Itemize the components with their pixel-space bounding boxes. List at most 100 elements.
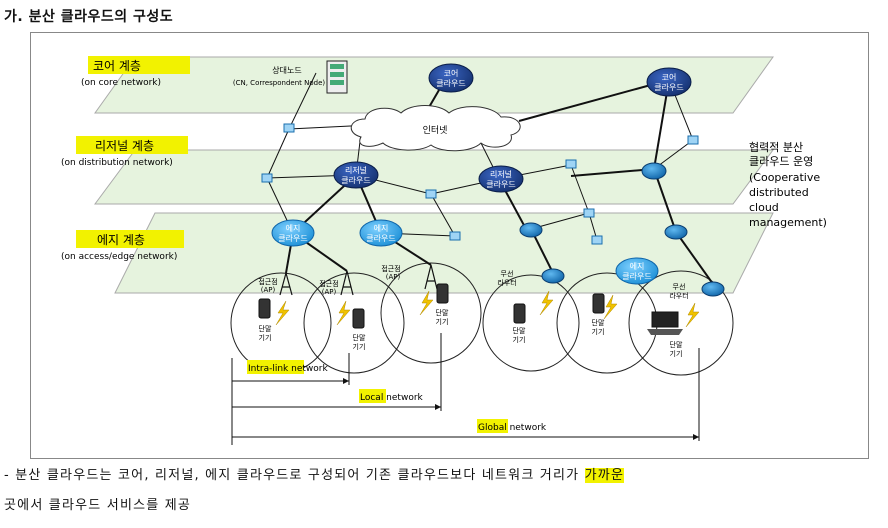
regional-cloud-label: 클라우드 — [341, 176, 370, 185]
edge-layer-sub: (on access/edge network) — [61, 252, 177, 262]
coop-label: 클라우드 운영 — [749, 155, 813, 168]
regional-cloud-label: 클라우드 — [486, 180, 515, 189]
router-icon — [664, 224, 688, 240]
smartphone-icon — [352, 308, 365, 329]
cn-label-line1: 상대노드 — [272, 65, 301, 75]
edge-cloud-node: 에지 클라우드 — [359, 219, 403, 247]
distribution-layer-title: 리저널 계층 — [95, 139, 154, 153]
terminal-label: 단말 — [513, 326, 526, 335]
terminal-label: 기기 — [436, 317, 449, 326]
wireless-signal-icon — [539, 290, 554, 316]
distribution-layer-plane — [94, 149, 774, 205]
global-highlight — [477, 419, 508, 433]
core-cloud-label: 클라우드 — [654, 83, 683, 92]
switch-icon — [283, 123, 295, 133]
caption-line-1: - 분산 클라우드는 코어, 리저널, 에지 클라우드로 구성되어 기존 클라우… — [4, 464, 625, 483]
core-layer-title: 코어 계층 — [93, 59, 141, 73]
terminal-label: 기기 — [670, 349, 683, 358]
edge-cloud-label: 클라우드 — [278, 234, 307, 243]
ap-label: 접근점 — [319, 280, 338, 288]
coop-label: cloud — [749, 201, 779, 214]
router-icon — [541, 268, 565, 284]
edge-layer-title: 에지 계층 — [97, 233, 145, 247]
router-icon — [641, 162, 667, 180]
router-label: 라우터 — [669, 291, 688, 300]
terminal-label: 단말 — [592, 318, 605, 327]
switch-icon — [449, 231, 461, 241]
edge-cloud-label: 에지 — [630, 262, 645, 271]
core-cloud-label: 코어 — [662, 72, 677, 82]
smartphone-icon — [436, 283, 449, 304]
internet-label: 인터넷 — [423, 125, 448, 136]
smartphone-icon — [592, 293, 605, 314]
terminal-label: 단말 — [259, 324, 272, 333]
terminal-label: 기기 — [259, 333, 272, 342]
edge-layer-highlight — [76, 230, 184, 248]
switch-icon — [591, 235, 603, 245]
edge-cloud-node: 에지 클라우드 — [271, 219, 315, 247]
wireless-signal-icon — [419, 290, 434, 316]
edge-cloud-node: 에지 클라우드 — [615, 257, 659, 285]
coverage-circle — [303, 272, 405, 374]
antenna-tower-icon — [424, 264, 438, 290]
router-icon — [701, 281, 725, 297]
laptop-icon — [647, 311, 683, 335]
caption-text: - 분산 클라우드는 코어, 리저널, 에지 클라우드로 구성되어 기존 클라우… — [4, 468, 585, 483]
router-icon — [519, 222, 543, 238]
core-cloud-label: 클라우드 — [436, 79, 465, 88]
antenna-tower-icon — [340, 270, 354, 296]
terminal-label: 기기 — [513, 335, 526, 344]
switch-icon — [425, 189, 437, 199]
core-layer-sub: (on core network) — [81, 78, 161, 88]
edge-cloud-label: 에지 — [374, 224, 389, 233]
regional-cloud-node: 리저널 클라우드 — [333, 161, 379, 189]
wireless-signal-icon — [603, 294, 618, 320]
wireless-signal-icon — [336, 300, 351, 326]
router-label: 무선 — [673, 282, 686, 291]
distributed-cloud-diagram: 코어 계층 (on core network) 리저널 계층 (on distr… — [61, 56, 827, 445]
local-label: Local network — [360, 393, 424, 403]
edge-cloud-label: 클라우드 — [366, 234, 395, 243]
coverage-circle — [628, 270, 734, 376]
wireless-signal-icon — [685, 302, 700, 328]
regional-cloud-node: 리저널 클라우드 — [478, 165, 524, 193]
coop-label: 협력적 분산 — [749, 141, 803, 154]
switch-icon — [261, 173, 273, 183]
terminal-label: 단말 — [670, 340, 683, 349]
terminal-label: 기기 — [353, 342, 366, 351]
intra-highlight — [247, 360, 304, 374]
coop-label: management) — [749, 216, 827, 229]
cn-label-line2: (CN, Correspondent Node) — [233, 79, 325, 87]
router-label: 라우터 — [497, 278, 516, 287]
core-layer-highlight — [88, 56, 190, 74]
edge-cloud-label: 에지 — [286, 224, 301, 233]
caption-line-2: 곳에서 클라우드 서비스를 제공 — [4, 498, 192, 513]
antenna-tower-icon — [279, 272, 293, 296]
global-label: Global network — [478, 423, 547, 433]
server-icon — [326, 60, 348, 94]
local-highlight — [359, 389, 386, 403]
core-cloud-node: 코어 클라우드 — [428, 63, 474, 93]
core-cloud-node: 코어 클라우드 — [646, 67, 692, 97]
intra-link-label: Intra-link network — [248, 364, 328, 374]
internet-cloud: 인터넷 — [350, 105, 521, 152]
terminal-label: 단말 — [436, 308, 449, 317]
switch-icon — [583, 208, 595, 218]
ap-label: 접근점 — [258, 278, 277, 286]
caption-highlight: 가까운 — [584, 468, 625, 483]
coverage-circle — [482, 274, 580, 372]
coop-label: distributed — [749, 186, 809, 199]
ap-label: (AP) — [322, 288, 337, 296]
terminal-label: 기기 — [592, 327, 605, 336]
edge-cloud-label: 클라우드 — [622, 272, 651, 281]
router-label: 무선 — [501, 269, 514, 278]
distribution-layer-highlight — [76, 136, 188, 154]
switch-icon — [565, 159, 577, 169]
regional-cloud-label: 리저널 — [490, 170, 512, 179]
ap-label: (AP) — [261, 286, 276, 294]
coop-label: (Cooperative — [749, 171, 820, 184]
regional-cloud-label: 리저널 — [345, 166, 367, 175]
diagram-frame: 코어 계층 (on core network) 리저널 계층 (on distr… — [30, 32, 869, 459]
ap-label: 접근점 — [381, 265, 400, 273]
smartphone-icon — [513, 303, 526, 324]
